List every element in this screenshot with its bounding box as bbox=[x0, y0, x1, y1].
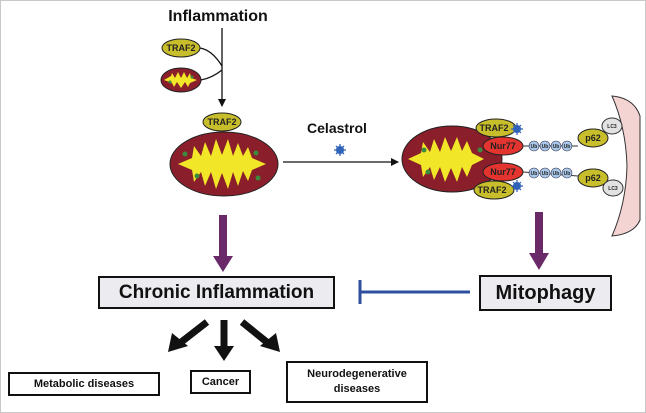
right-mitochondrion bbox=[401, 125, 503, 193]
mitophagy-box: Mitophagy bbox=[479, 275, 612, 311]
p62-label-lower: p62 bbox=[585, 173, 601, 183]
celastrol-label: Celastrol bbox=[307, 120, 367, 136]
mitophagy-label: Mitophagy bbox=[495, 282, 596, 304]
ub-label: Ub bbox=[531, 144, 538, 150]
ub-label: Ub bbox=[553, 171, 560, 177]
ub-label: Ub bbox=[564, 144, 571, 150]
ub-label: Ub bbox=[531, 171, 538, 177]
ub-label: Ub bbox=[542, 144, 549, 150]
celastrol-molecule-icon bbox=[334, 144, 346, 156]
inhibition-line bbox=[358, 280, 470, 304]
arrow-to-cancer bbox=[214, 320, 234, 361]
cancer-box: Cancer bbox=[190, 370, 251, 394]
traf2-label-top: TRAF2 bbox=[167, 43, 196, 53]
chronic-inflammation-box: Chronic Inflammation bbox=[98, 276, 335, 309]
small-mitochondrion bbox=[160, 67, 202, 93]
ub-label: Ub bbox=[564, 171, 571, 177]
traf2-label-upper: TRAF2 bbox=[480, 123, 509, 133]
lc3-label-lower: LC3 bbox=[608, 186, 618, 192]
traf2-nur77-complex-lower: Nur77 TRAF2 bbox=[473, 162, 524, 200]
ub-label: Ub bbox=[542, 171, 549, 177]
ub-chain-lower: Ub Ub Ub Ub bbox=[522, 167, 579, 179]
nur77-label-upper: Nur77 bbox=[490, 141, 516, 151]
ub-label: Ub bbox=[553, 144, 560, 150]
central-mitochondrion bbox=[169, 131, 279, 197]
metabolic-diseases-box: Metabolic diseases bbox=[8, 372, 160, 396]
lc3-label-upper: LC3 bbox=[607, 124, 617, 130]
arrow-to-neurodegenerative bbox=[239, 319, 280, 352]
traf2-pill-middle: TRAF2 bbox=[202, 112, 242, 132]
p62-lc3-lower: p62 LC3 bbox=[577, 168, 624, 197]
p62-lc3-upper: p62 LC3 bbox=[577, 117, 623, 148]
nur77-label-lower: Nur77 bbox=[490, 167, 516, 177]
arrow-to-chronic-inflammation bbox=[213, 215, 233, 272]
traf2-nur77-complex-upper: TRAF2 Nur77 bbox=[475, 118, 524, 156]
neurodegenerative-diseases-box: Neurodegenerative diseases bbox=[286, 361, 428, 403]
celastrol-bound-icon-upper bbox=[511, 123, 523, 135]
inflammation-title: Inflammation bbox=[168, 8, 268, 25]
arrow-to-metabolic bbox=[168, 319, 210, 352]
neurodegenerative-label-line2: diseases bbox=[333, 383, 381, 395]
neurodegenerative-label-line1: Neurodegenerative bbox=[307, 368, 407, 380]
phagophore-membrane bbox=[611, 95, 641, 237]
traf2-pill-top: TRAF2 bbox=[161, 38, 201, 58]
arrow-to-mitophagy bbox=[529, 212, 549, 270]
cancer-label: Cancer bbox=[201, 376, 240, 388]
ub-chain-upper: Ub Ub Ub Ub bbox=[523, 140, 578, 152]
metabolic-diseases-label: Metabolic diseases bbox=[33, 378, 135, 390]
chronic-inflammation-label: Chronic Inflammation bbox=[118, 282, 315, 303]
celastrol-bound-icon-lower bbox=[511, 180, 523, 192]
p62-label-upper: p62 bbox=[585, 133, 601, 143]
converging-arrows bbox=[199, 28, 226, 107]
traf2-label-lower: TRAF2 bbox=[478, 185, 507, 195]
traf2-label-middle: TRAF2 bbox=[208, 117, 237, 127]
